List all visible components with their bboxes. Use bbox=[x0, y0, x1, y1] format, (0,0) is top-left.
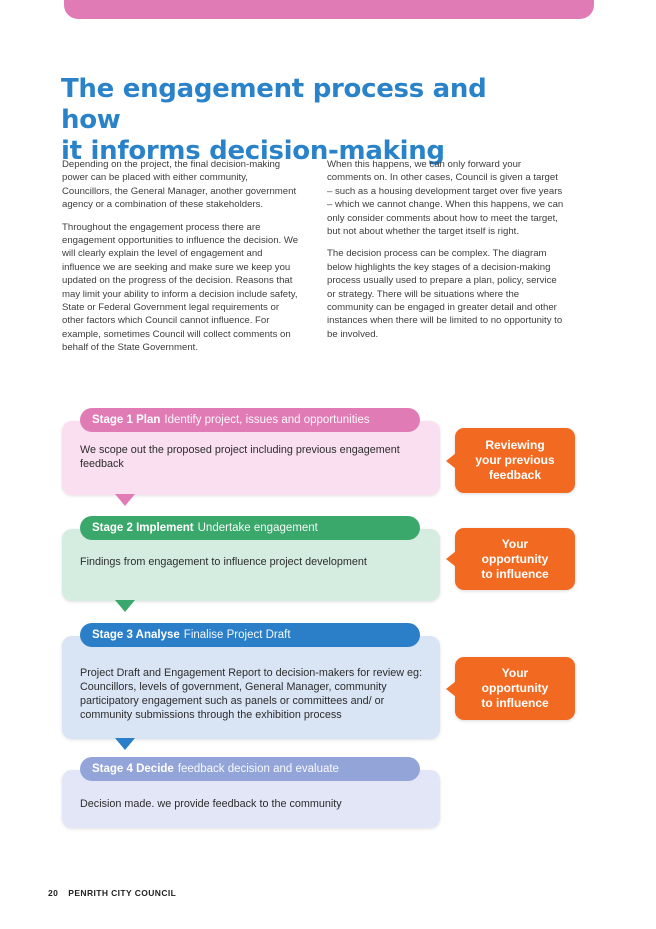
page-footer: 20 PENRITH CITY COUNCIL bbox=[48, 888, 176, 898]
callout-opportunity-to-influence: Your opportunity to influence bbox=[446, 657, 575, 720]
stage-4-text: Decision made. we provide feedback to th… bbox=[80, 798, 342, 810]
callout-line: Your bbox=[501, 536, 529, 551]
intro-column-left: Depending on the project, the final deci… bbox=[62, 158, 300, 364]
stage-4-description: feedback decision and evaluate bbox=[177, 763, 339, 775]
heading-line-1: The engagement process and how bbox=[61, 74, 487, 135]
callout-line: to influence bbox=[481, 566, 549, 581]
heading-line-2: it informs decision-making bbox=[61, 136, 445, 166]
stage-1-text: We scope out the proposed project includ… bbox=[80, 444, 400, 470]
stage-2-text: Findings from engagement to influence pr… bbox=[80, 556, 367, 568]
stage-3-box bbox=[62, 636, 440, 739]
stage-3-label: Stage 3 Analyse bbox=[92, 629, 180, 641]
stage-3-description: Finalise Project Draft bbox=[183, 629, 291, 641]
stage-2-label: Stage 2 Implement bbox=[92, 522, 194, 534]
top-decorative-bar bbox=[64, 0, 594, 19]
page-heading: The engagement process and how it inform… bbox=[61, 74, 541, 167]
organisation-name: PENRITH CITY COUNCIL bbox=[68, 888, 177, 898]
intro-paragraph: Throughout the engagement process there … bbox=[62, 221, 299, 354]
callout-line: Your bbox=[501, 666, 529, 680]
callout-line: to influence bbox=[481, 696, 549, 710]
stage-1-label: Stage 1 Plan bbox=[92, 414, 161, 426]
stage-2-description: Undertake engagement bbox=[197, 522, 318, 534]
stage-1-description: Identify project, issues and opportuniti… bbox=[164, 414, 370, 426]
intro-paragraph: Depending on the project, the final deci… bbox=[62, 159, 297, 211]
page-number: 20 bbox=[48, 888, 59, 898]
callout-line: Reviewing bbox=[485, 438, 545, 452]
callout-opportunity-to-influence: Your opportunity to influence bbox=[446, 528, 575, 590]
intro-column-right: When this happens, we can only forward y… bbox=[327, 158, 565, 350]
stage-3-text: Project Draft and Engagement Report to d… bbox=[80, 667, 423, 721]
down-arrow-icon bbox=[115, 494, 135, 506]
intro-paragraph: The decision process can be complex. The… bbox=[327, 248, 563, 340]
callout-line: feedback bbox=[488, 468, 541, 482]
stage-2-box bbox=[62, 529, 440, 601]
down-arrow-icon bbox=[115, 738, 135, 750]
intro-paragraph: When this happens, we can only forward y… bbox=[327, 159, 564, 238]
stage-4-label: Stage 4 Decide bbox=[92, 763, 174, 775]
callout-line: opportunity bbox=[481, 551, 549, 566]
down-arrow-icon bbox=[115, 600, 135, 612]
callout-line: opportunity bbox=[481, 681, 549, 695]
callout-line: your previous bbox=[475, 453, 555, 467]
stage-1-box bbox=[62, 421, 440, 495]
callout-reviewing-feedback: Reviewing your previous feedback bbox=[446, 428, 575, 493]
